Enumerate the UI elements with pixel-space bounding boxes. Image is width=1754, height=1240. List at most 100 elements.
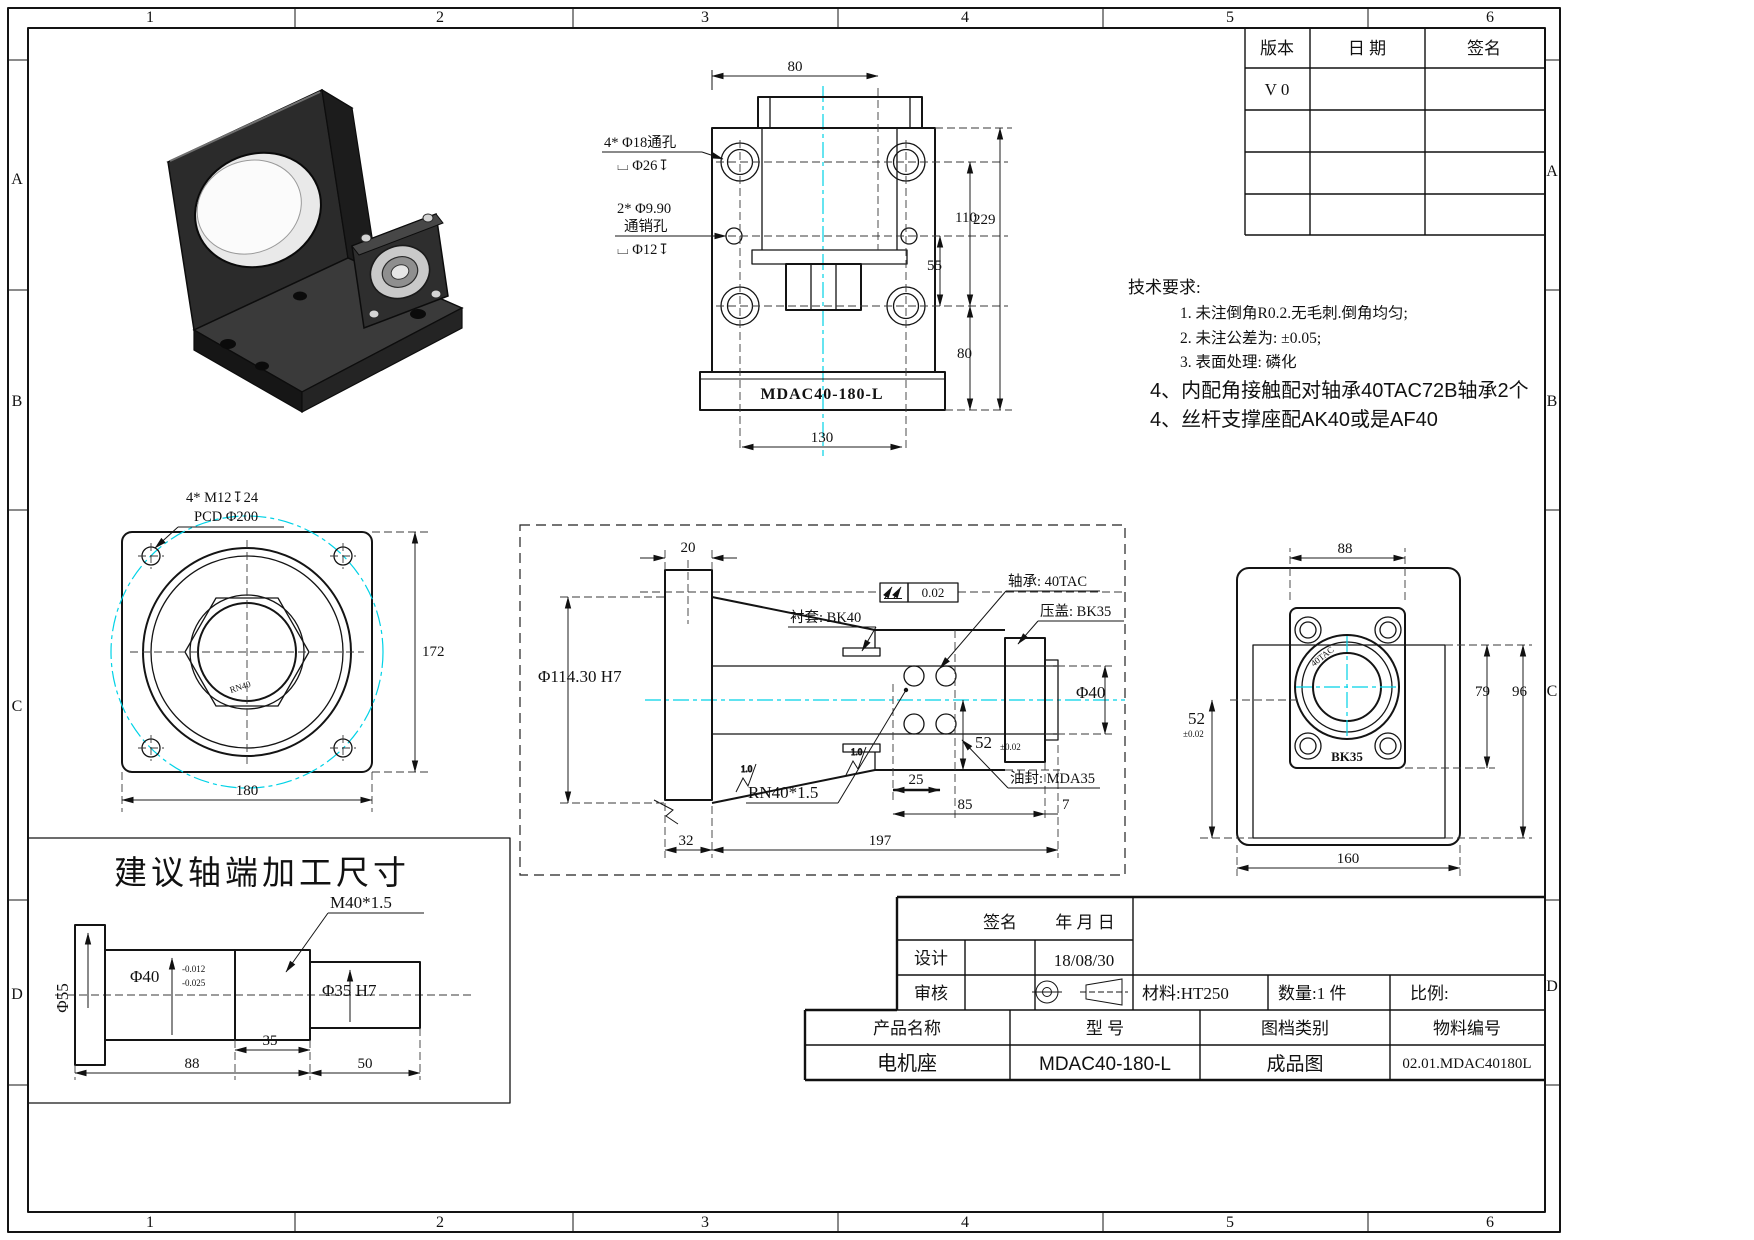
tb-qty: 数量:1 件	[1278, 984, 1346, 1003]
zone-col: 1	[146, 1214, 154, 1231]
dim-172: 172	[422, 644, 445, 660]
tech-line: 2. 未注公差为: ±0.05;	[1180, 329, 1321, 347]
label-thread: M40*1.5	[330, 893, 392, 912]
tb-material: 材料:HT250	[1142, 984, 1229, 1003]
tb-design: 设计	[914, 949, 948, 968]
dim-130: 130	[811, 430, 834, 446]
rev-col-sign: 签名	[1467, 39, 1501, 58]
revision-table: 版本 日 期 签名 V 0	[1244, 28, 1546, 236]
zone-col: 3	[701, 1214, 709, 1231]
dim-25: 25	[909, 772, 924, 788]
rev-col-version: 版本	[1260, 39, 1294, 58]
zone-col: 6	[1486, 9, 1494, 26]
dim-52-end: 52	[1188, 709, 1205, 728]
front-base-label: MDAC40-180-L	[760, 386, 883, 403]
dim-110: 110	[955, 210, 977, 226]
zone-col: 1	[146, 9, 154, 26]
dim-phi40: Φ40	[1076, 683, 1105, 702]
tb-scale: 比例:	[1410, 984, 1449, 1003]
tb-audit: 审核	[914, 984, 948, 1003]
zone-row: D	[1546, 978, 1558, 995]
label-d55: Φ55	[53, 983, 72, 1012]
isometric-3d-view	[166, 88, 464, 414]
dim-96: 96	[1512, 684, 1528, 700]
tb-design-date: 18/08/30	[1054, 951, 1114, 970]
zone-row: C	[1547, 683, 1558, 700]
dim-50s: 50	[358, 1056, 373, 1072]
front-hole-note-2b: 通销孔	[624, 218, 668, 235]
zone-row: B	[1547, 393, 1558, 410]
tech-line: 4、丝杆支撑座配AK40或是AF40	[1150, 408, 1438, 431]
dim-bore: Φ114.30 H7	[538, 667, 622, 686]
pcd-note-1: 4* M12↧24	[186, 490, 259, 506]
front-hole-note-1b: ⌴ Φ26↧	[617, 158, 669, 174]
tech-line: 1. 未注倒角R0.2.无毛刺.倒角均匀;	[1180, 304, 1408, 322]
zone-col: 5	[1226, 1214, 1234, 1231]
runout-icon	[883, 586, 902, 599]
label-bushing: 衬套: BK40	[790, 609, 861, 626]
label-seal: 油封: MDA35	[1010, 770, 1095, 787]
tb-matno-hdr: 物料编号	[1433, 1019, 1501, 1038]
label-cap: 压盖: BK35	[1040, 603, 1111, 620]
tb-product: 电机座	[877, 1052, 937, 1075]
label-d40-tol-lo: -0.025	[182, 978, 206, 988]
dim-52: 52	[975, 733, 992, 752]
tech-line: 4、内配角接触配对轴承40TAC72B轴承2个	[1150, 379, 1529, 402]
zone-col: 2	[436, 9, 444, 26]
surface-finish-icon: 1.0 1.0	[653, 747, 867, 825]
label-d35: Φ35 H7	[322, 981, 377, 1000]
projection-symbol-icon	[1032, 978, 1128, 1006]
sheet-frame: 1 2 3 4 5 6 1 2 3 4 5 6 A B C D A B C D	[7, 7, 1561, 1233]
svg-text:1.0: 1.0	[851, 747, 863, 757]
tb-doctype: 成品图	[1266, 1053, 1323, 1075]
dim-88: 88	[1338, 541, 1353, 557]
front-hole-note-1: 4* Φ18通孔	[604, 134, 677, 151]
zone-col: 4	[961, 9, 969, 26]
front-hole-note-2c: ⌴ Φ12↧	[617, 242, 669, 258]
tech-requirements: 技术要求: 1. 未注倒角R0.2.无毛刺.倒角均匀; 2. 未注公差为: ±0…	[1128, 278, 1529, 431]
pcd-note-2: PCD Φ200	[194, 509, 258, 525]
thread-note: RN40*1.5	[748, 783, 818, 802]
zone-col: 4	[961, 1214, 969, 1231]
dim-79: 79	[1475, 684, 1490, 700]
tb-sign-hdr: 签名	[983, 913, 1017, 932]
front-hole-note-2: 2* Φ9.90	[617, 201, 671, 217]
section-view: 0.02 1.0 1.0 20 Φ114.30 H7 衬	[519, 524, 1126, 876]
dim-80-lower: 80	[957, 346, 972, 362]
zone-row: B	[12, 393, 23, 410]
tb-model-hdr: 型 号	[1086, 1019, 1124, 1038]
zone-row: D	[11, 986, 23, 1003]
dim-52-end-tol: ±0.02	[1183, 729, 1204, 739]
dim-180: 180	[236, 783, 259, 799]
label-bearing: 轴承: 40TAC	[1008, 573, 1087, 590]
zone-col: 6	[1486, 1214, 1494, 1231]
zone-row: C	[12, 698, 23, 715]
tech-line: 3. 表面处理: 磷化	[1180, 353, 1297, 371]
title-block: 签名 年 月 日 设计 18/08/30 审核 材料:HT250 数量:1 件 …	[803, 895, 1545, 1082]
dim-80-top: 80	[788, 59, 803, 75]
label-d40: Φ40	[130, 967, 159, 986]
rev-value: V 0	[1265, 80, 1290, 99]
dim-85: 85	[958, 797, 973, 813]
dim-88s: 88	[185, 1056, 200, 1072]
front-view: MDAC40-180-L 80 110 55 229 80 130 4* Φ18…	[602, 59, 1012, 456]
zone-col: 2	[436, 1214, 444, 1231]
dim-55: 55	[927, 258, 942, 274]
tb-model: MDAC40-180-L	[1039, 1054, 1171, 1075]
zone-row: A	[1546, 163, 1558, 180]
dim-52-tol: ±0.02	[1000, 742, 1021, 752]
dim-160: 160	[1337, 851, 1360, 867]
dim-32: 32	[679, 833, 694, 849]
pcd-view: RN40 4* M12↧24 PCD Φ200 172 180	[110, 490, 445, 812]
svg-text:1.0: 1.0	[741, 764, 753, 774]
gdt-value: 0.02	[922, 585, 945, 600]
tb-doctype-hdr: 图档类别	[1261, 1019, 1329, 1038]
dim-20: 20	[681, 540, 696, 556]
tb-matno: 02.01.MDAC40180L	[1402, 1056, 1531, 1072]
zone-row: A	[11, 171, 23, 188]
dim-197: 197	[869, 833, 892, 849]
rev-col-date: 日 期	[1348, 39, 1386, 58]
tech-title: 技术要求:	[1128, 278, 1201, 297]
hub-label: RN40	[228, 679, 252, 695]
